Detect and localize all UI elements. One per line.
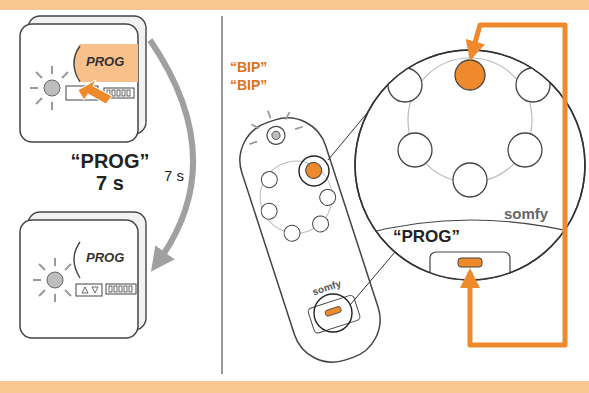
beep-label: “BIP”: [230, 78, 267, 93]
duration-label: 7 s: [164, 168, 184, 185]
top-band: [0, 0, 589, 10]
receiver-module: [20, 16, 146, 142]
focus-ring: [299, 156, 329, 186]
pairing-arrow: [470, 25, 565, 345]
button-label: PROG: [86, 251, 124, 265]
receiver-module: [20, 212, 146, 338]
button-label: PROG: [86, 55, 124, 69]
instruction-text: “PROG” 7 s: [64, 150, 156, 194]
instruction-text: “PROG”: [393, 228, 460, 247]
timing-arrow: [150, 40, 193, 262]
beep-label: “BIP”: [230, 60, 267, 75]
zoom-view: [355, 25, 585, 292]
divider-line: [221, 16, 222, 374]
bottom-band: [0, 381, 589, 393]
zoom-line: [350, 252, 395, 305]
focus-ring: [314, 294, 352, 332]
brand-logo: somfy: [504, 206, 548, 223]
